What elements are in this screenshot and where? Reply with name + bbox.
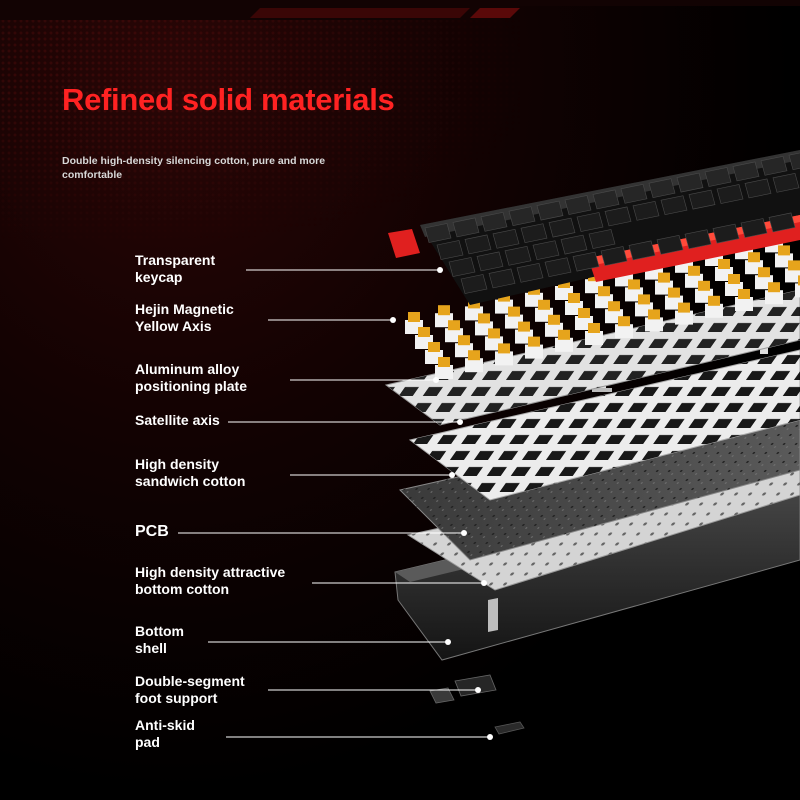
switch <box>735 289 753 311</box>
switch <box>795 275 800 298</box>
keycap <box>572 251 600 272</box>
callout-dots <box>390 267 493 740</box>
switch <box>765 282 783 305</box>
keycap <box>560 234 588 255</box>
switch <box>645 309 663 332</box>
switch <box>465 350 483 373</box>
keycap <box>508 206 536 227</box>
foot-support-part <box>429 674 497 704</box>
keycap <box>656 234 684 255</box>
label-bottom-shell: Bottom shell <box>135 623 184 657</box>
keycap <box>660 195 688 216</box>
yellow-switch-layer <box>405 230 800 379</box>
keycap <box>464 234 492 255</box>
keycap <box>628 240 656 261</box>
keycap <box>632 200 660 221</box>
switch <box>585 323 603 345</box>
label-sandwich-cotton: High density sandwich cotton <box>135 456 246 490</box>
keycap <box>688 189 716 210</box>
keycap <box>488 268 516 289</box>
switch <box>785 260 800 283</box>
halftone-background <box>0 0 520 240</box>
keycap-layer <box>388 150 800 305</box>
switch <box>525 336 543 359</box>
keycap <box>520 223 548 244</box>
keycap <box>588 229 616 249</box>
callout-lines <box>178 269 490 738</box>
switch <box>675 302 693 325</box>
keycap <box>732 161 760 182</box>
keycap <box>740 218 768 238</box>
label-positioning-plate: Aluminum alloy positioning plate <box>135 361 247 395</box>
keycap <box>480 211 508 232</box>
label-anti-skid-pad: Anti-skid pad <box>135 717 195 751</box>
keycap <box>648 178 676 199</box>
keycap <box>576 212 604 232</box>
keycap <box>592 189 620 210</box>
label-yellow-axis: Hejin Magnetic Yellow Axis <box>135 301 234 335</box>
keycap <box>716 184 744 204</box>
label-transparent-keycap: Transparent keycap <box>135 252 216 286</box>
keycap <box>448 257 476 277</box>
keycap <box>452 217 480 238</box>
label-satellite-axis: Satellite axis <box>135 412 220 428</box>
keycap <box>604 206 632 227</box>
keycap <box>684 229 712 250</box>
keycap <box>544 257 572 278</box>
label-pcb: PCB <box>135 523 169 540</box>
page-title: Refined solid materials <box>62 82 395 117</box>
top-stripe-decoration <box>0 0 800 20</box>
sandwich-cotton-part <box>408 349 800 501</box>
keycap <box>744 178 772 199</box>
keycap <box>564 195 592 215</box>
keycap <box>492 228 520 249</box>
anti-skid-pad-part <box>494 721 525 735</box>
switch <box>495 343 513 366</box>
keycap <box>460 274 488 294</box>
keycap <box>760 155 788 176</box>
switch <box>615 316 633 339</box>
keycap <box>788 152 800 171</box>
keycap <box>476 251 504 272</box>
keycap <box>532 240 560 261</box>
keycap <box>768 212 796 233</box>
switch <box>705 295 723 318</box>
keycap <box>536 200 564 221</box>
keycap <box>436 240 464 260</box>
keycap <box>712 223 740 244</box>
switch <box>435 357 453 379</box>
keycap <box>516 262 544 283</box>
keycap <box>704 167 732 187</box>
keycap <box>620 183 648 204</box>
label-bottom-cotton: High density attractive bottom cotton <box>135 564 286 598</box>
label-foot-support: Double-segment foot support <box>135 673 245 707</box>
keycap <box>676 172 704 193</box>
keycap <box>424 223 452 243</box>
page-subtitle: Double high-density silencing cotton, pu… <box>62 155 326 182</box>
keycap <box>772 172 800 193</box>
keycap <box>548 217 576 238</box>
keycap <box>504 245 532 266</box>
switch <box>555 329 573 352</box>
keycap <box>600 246 628 266</box>
